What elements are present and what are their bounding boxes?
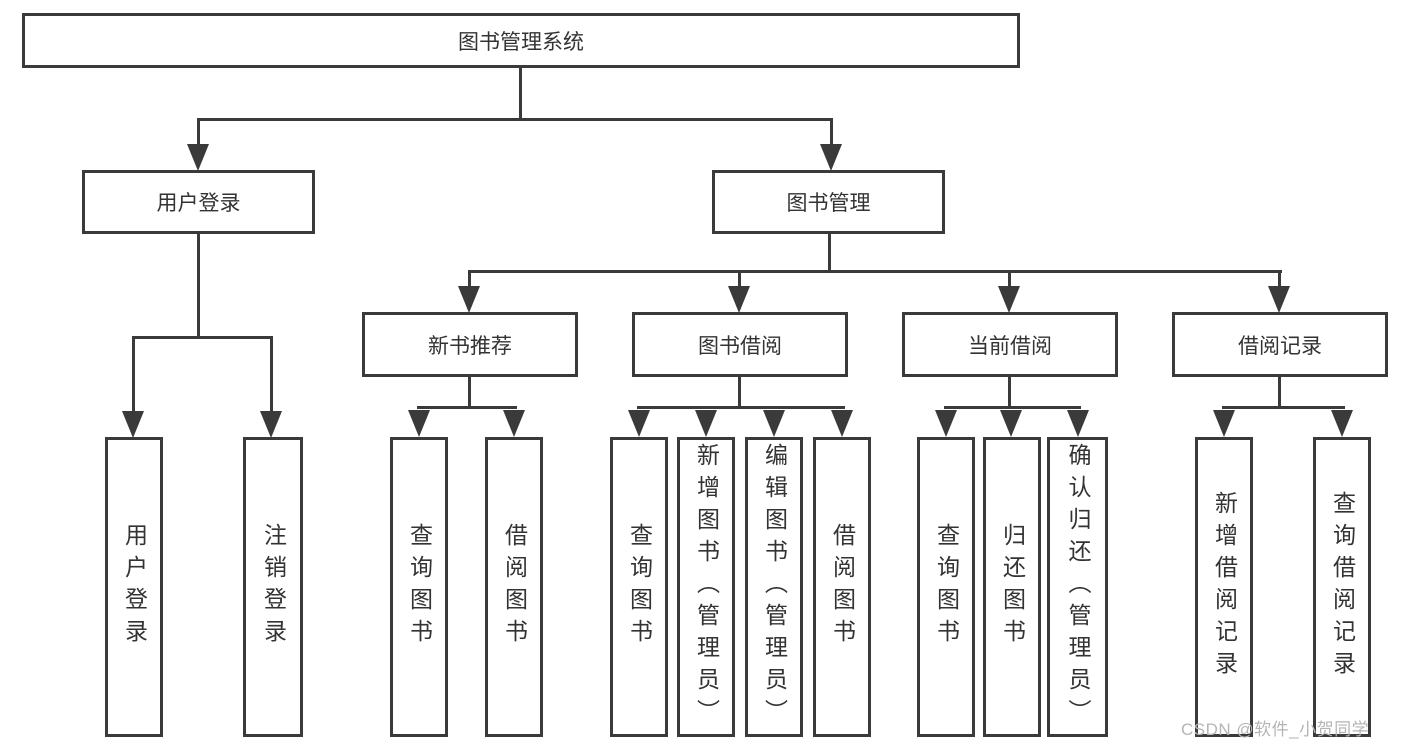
node-book-borrowing: 图书借阅 (632, 312, 848, 377)
node-label: 借阅图书 (501, 523, 528, 651)
node-book-management: 图书管理 (712, 170, 945, 234)
node-label: 当前借阅 (968, 334, 1052, 358)
connector-book-mgmt-stem (828, 232, 831, 272)
connector-recommend-split (417, 406, 517, 409)
connector-login-drop (132, 336, 135, 413)
node-label: 用户登录 (121, 523, 148, 651)
arrow-down-icon (628, 410, 650, 437)
leaf-logout: 注销登录 (243, 437, 303, 737)
connector-borrowing-split (637, 406, 845, 409)
node-new-book-recommendation: 新书推荐 (362, 312, 578, 377)
node-label: 查询图书 (406, 523, 433, 651)
connector-l3-drop (738, 270, 741, 288)
leaf-user-login: 用户登录 (105, 437, 163, 737)
leaf-confirm-return-admin: 确认归还（管理员） (1047, 437, 1108, 737)
connector-l3-drop (468, 270, 471, 288)
arrow-down-icon (1268, 286, 1290, 313)
node-current-borrowing: 当前借阅 (902, 312, 1118, 377)
arrow-down-icon (408, 410, 430, 437)
connector-records-stem (1278, 375, 1281, 408)
arrow-down-icon (935, 410, 957, 437)
csdn-watermark: CSDN @软件_小贺同学 (1181, 720, 1370, 739)
arrow-down-icon (260, 411, 282, 438)
node-user-login: 用户登录 (82, 170, 315, 234)
arrow-down-icon (1000, 410, 1022, 437)
node-label: 借阅图书 (829, 523, 856, 651)
connector-user-login-stem (197, 232, 200, 336)
arrow-down-icon (763, 410, 785, 437)
node-label: 图书借阅 (698, 334, 782, 358)
node-label: 新增图书（管理员） (693, 443, 720, 731)
leaf-add-books-admin: 新增图书（管理员） (677, 437, 735, 737)
node-label: 借阅记录 (1238, 334, 1322, 358)
leaf-query-books-current: 查询图书 (917, 437, 975, 737)
node-label: 编辑图书（管理员） (761, 443, 788, 731)
connector-user-login-drop (197, 118, 200, 146)
leaf-return-books: 归还图书 (983, 437, 1041, 737)
arrow-down-icon (1213, 410, 1235, 437)
arrow-down-icon (1331, 410, 1353, 437)
connector-borrowing-stem (738, 375, 741, 408)
leaf-borrow-books-borrowing: 借阅图书 (813, 437, 871, 737)
node-label: 新增借阅记录 (1211, 491, 1238, 683)
arrow-down-icon (503, 410, 525, 437)
connector-records-split (1222, 406, 1345, 409)
arrow-down-icon (820, 144, 842, 171)
connector-root-split (197, 118, 833, 121)
arrow-down-icon (1067, 410, 1089, 437)
arrow-down-icon (187, 144, 209, 171)
connector-current-split (944, 406, 1081, 409)
node-label: 新书推荐 (428, 334, 512, 358)
leaf-query-books-recommend: 查询图书 (390, 437, 448, 737)
connector-l3-drop (1008, 270, 1011, 288)
connector-book-mgmt-drop (830, 118, 833, 146)
leaf-query-borrow-record: 查询借阅记录 (1313, 437, 1371, 737)
leaf-query-books-borrowing: 查询图书 (610, 437, 668, 737)
leaf-add-borrow-record: 新增借阅记录 (1195, 437, 1253, 737)
node-label: 图书管理 (786, 192, 871, 215)
node-label: 确认归还（管理员） (1065, 443, 1091, 731)
connector-root-stem (519, 67, 522, 118)
node-label: 查询借阅记录 (1329, 491, 1356, 683)
connector-user-login-split (132, 336, 273, 339)
node-label: 注销登录 (260, 523, 287, 651)
node-label: 图书管理系统 (458, 30, 584, 54)
connector-logout-drop (270, 336, 273, 413)
node-borrowing-records: 借阅记录 (1172, 312, 1388, 377)
arrow-down-icon (695, 410, 717, 437)
node-label: 归还图书 (999, 523, 1026, 651)
node-label: 查询图书 (626, 523, 653, 651)
arrow-down-icon (728, 286, 750, 313)
arrow-down-icon (122, 411, 144, 438)
arrow-down-icon (998, 286, 1020, 313)
node-library-management-system: 图书管理系统 (22, 13, 1020, 68)
arrow-down-icon (458, 286, 480, 313)
connector-current-stem (1008, 375, 1011, 408)
leaf-borrow-books-recommend: 借阅图书 (485, 437, 543, 737)
node-label: 查询图书 (933, 523, 960, 651)
arrow-down-icon (831, 410, 853, 437)
node-label: 用户登录 (156, 192, 241, 215)
leaf-edit-books-admin: 编辑图书（管理员） (745, 437, 803, 737)
connector-recommend-stem (468, 375, 471, 408)
connector-l3-drop (1278, 270, 1281, 288)
connector-book-mgmt-split (468, 270, 1282, 273)
